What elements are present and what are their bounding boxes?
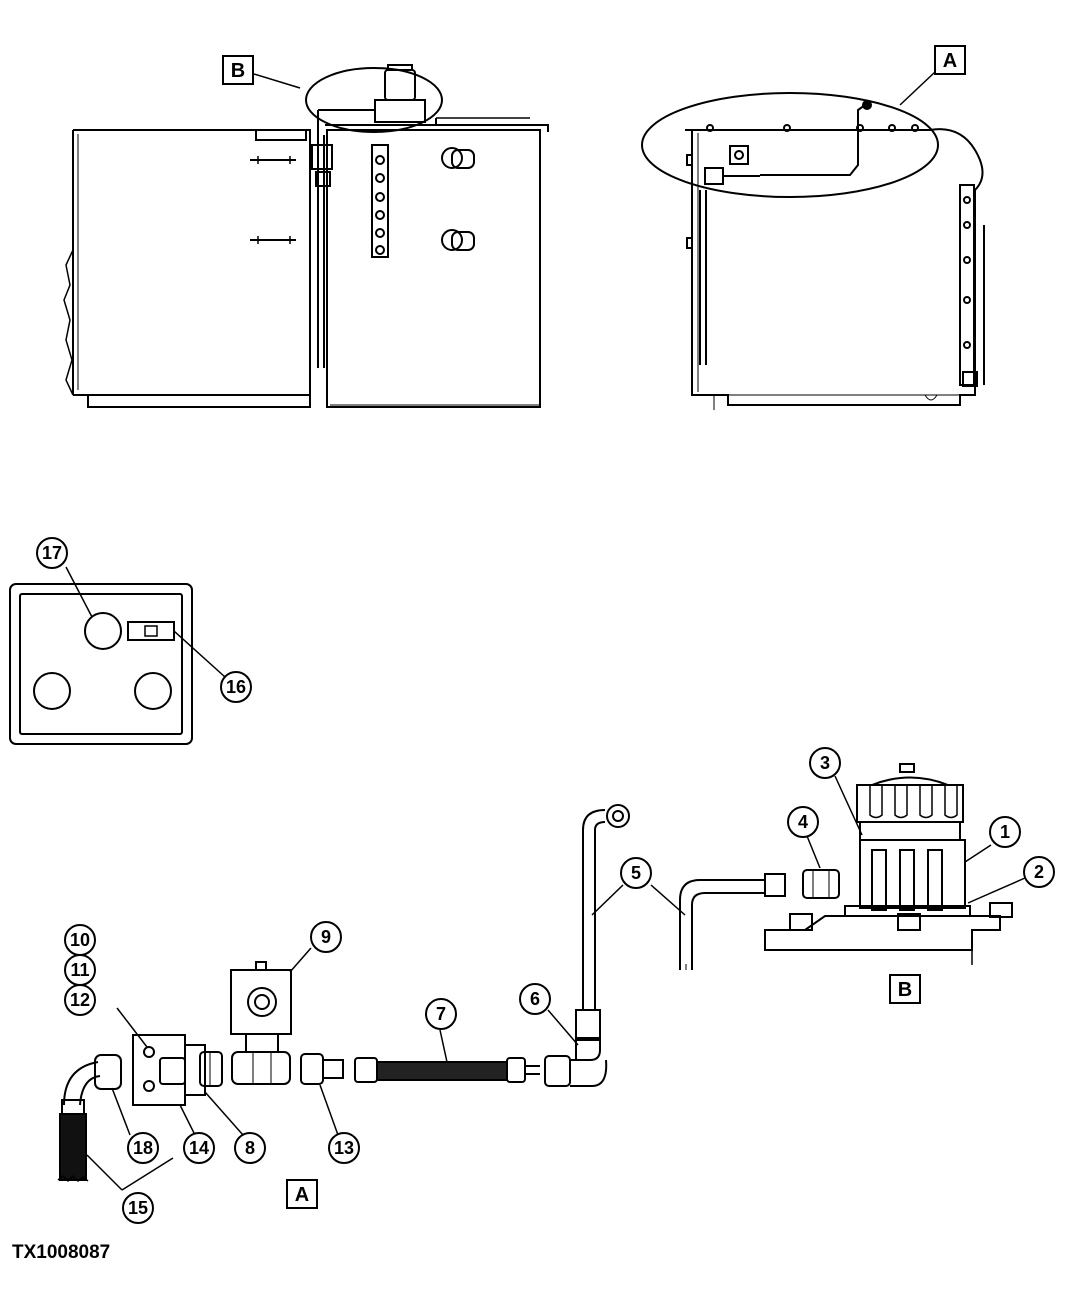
callout-9-label: 9 <box>321 927 331 947</box>
callout-4-label: 4 <box>798 812 808 832</box>
callout-16-label: 16 <box>226 677 246 697</box>
callout-10: 10 <box>64 924 96 956</box>
callout-4: 4 <box>787 806 819 838</box>
callout-14: 14 <box>183 1132 215 1164</box>
callout-1-label: 1 <box>1000 822 1010 842</box>
callout-7-label: 7 <box>436 1004 446 1024</box>
left-tank-view <box>63 64 549 408</box>
callout-10-label: 10 <box>70 930 90 950</box>
callout-16: 16 <box>220 671 252 703</box>
view-b-label-top: B <box>231 60 245 82</box>
callout-17: 17 <box>36 537 68 569</box>
view-b-label-box-bottom: B <box>889 974 921 1004</box>
view-a-label-top: A <box>943 50 957 72</box>
callout-18-label: 18 <box>133 1138 153 1158</box>
callout-13-label: 13 <box>334 1138 354 1158</box>
callout-13: 13 <box>328 1132 360 1164</box>
figure-id: TX1008087 <box>12 1242 110 1263</box>
callout-14-label: 14 <box>189 1138 209 1158</box>
callout-5: 5 <box>620 857 652 889</box>
indicator-panel <box>9 566 226 745</box>
callout-6: 6 <box>519 983 551 1015</box>
callout-15-label: 15 <box>128 1198 148 1218</box>
callout-2: 2 <box>1023 856 1055 888</box>
view-b-label-bottom: B <box>898 979 912 1001</box>
callout-6-label: 6 <box>530 989 540 1009</box>
callout-2-label: 2 <box>1034 862 1044 882</box>
view-b-label-box-top: B <box>222 55 254 85</box>
callout-1: 1 <box>989 816 1021 848</box>
callout-9: 9 <box>310 921 342 953</box>
view-a-label-box-bottom: A <box>286 1179 318 1209</box>
callout-12-label: 12 <box>70 990 90 1010</box>
callout-3: 3 <box>809 747 841 779</box>
callout-12: 12 <box>64 984 96 1016</box>
view-a-label-box-top: A <box>934 45 966 75</box>
callout-8: 8 <box>234 1132 266 1164</box>
callout-18: 18 <box>127 1132 159 1164</box>
detail-a-assembly <box>57 804 686 1191</box>
right-tank-view <box>641 71 985 410</box>
callout-3-label: 3 <box>820 753 830 773</box>
callout-5-label: 5 <box>631 863 641 883</box>
callout-11-label: 11 <box>70 960 89 980</box>
callout-17-label: 17 <box>42 543 62 563</box>
callout-15: 15 <box>122 1192 154 1224</box>
callout-8-label: 8 <box>245 1138 255 1158</box>
view-a-label-bottom: A <box>295 1184 309 1206</box>
callout-7: 7 <box>425 998 457 1030</box>
detail-b-breather <box>679 763 1026 970</box>
callout-11: 11 <box>64 954 96 986</box>
